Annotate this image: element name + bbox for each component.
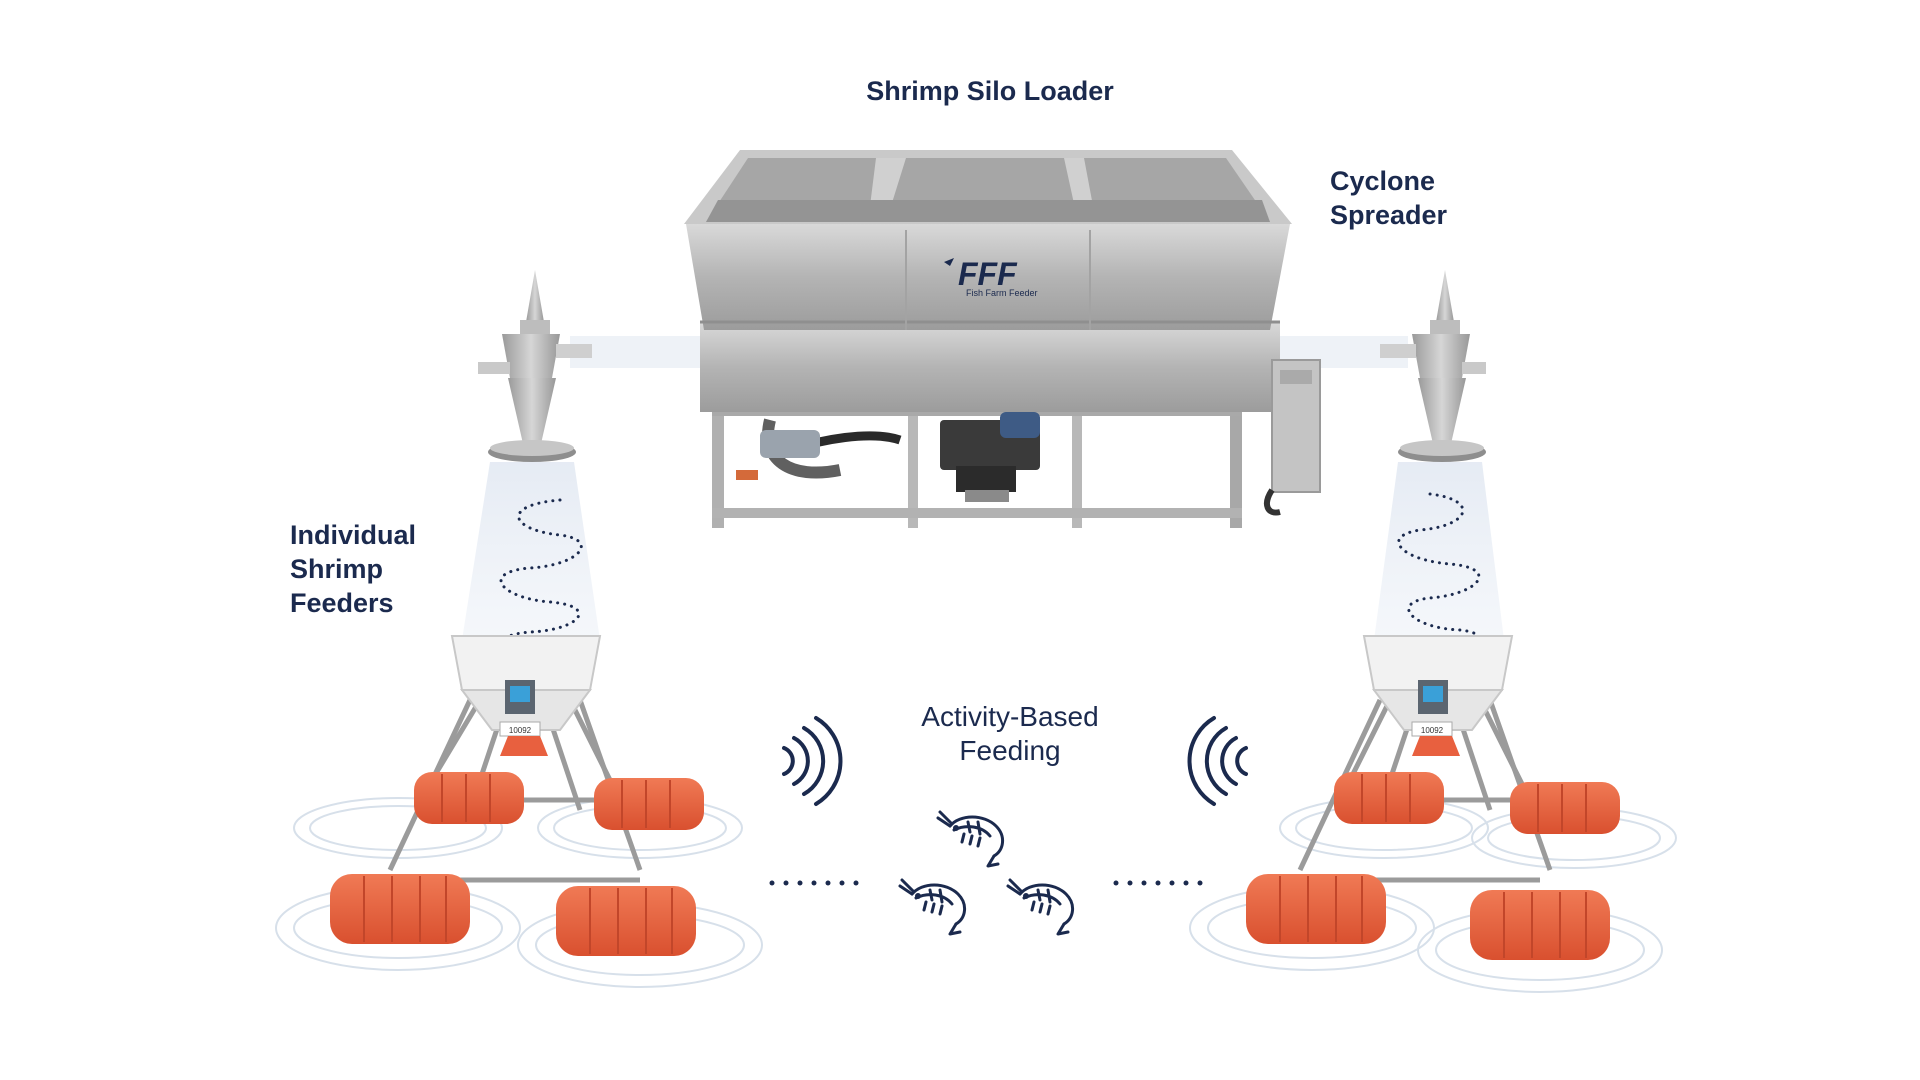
connector-right-bottom [1113, 880, 1203, 886]
signal-wave-icon [782, 716, 843, 806]
feed-spiral-left [499, 498, 583, 664]
feed-spiral-right [1397, 492, 1484, 666]
beam-right [1374, 462, 1504, 640]
feeder-tag-right: 10092 [1421, 726, 1444, 735]
cyclone-icon [1380, 270, 1486, 462]
activity-feeding-label: Activity-Based Feeding [921, 701, 1099, 766]
shrimp-icon [1006, 878, 1074, 936]
connector-left-bottom [769, 880, 859, 886]
cyclone-icon [478, 270, 592, 462]
brand-logo: FFF Fish Farm Feeder [944, 256, 1038, 298]
float-group [330, 772, 704, 956]
beam-left [462, 462, 600, 640]
shrimp-icon [936, 810, 1004, 868]
signal-wave-icon [1187, 716, 1248, 806]
feeder-icon: 10092 [275, 635, 763, 988]
logo-text: FFF [958, 256, 1018, 292]
feeder-tag-left: 10092 [509, 726, 532, 735]
silo-icon [684, 150, 1321, 528]
silo-loader-label: Shrimp Silo Loader [866, 76, 1114, 106]
shrimp-icon [898, 878, 966, 936]
float-group [1246, 772, 1620, 960]
logo-subtext: Fish Farm Feeder [966, 288, 1038, 298]
cyclone-spreader-label: Cyclone Spreader [1330, 166, 1448, 230]
shrimp-feeders-label: Individual Shrimp Feeders [290, 520, 417, 618]
feeder-icon: 10092 [1189, 635, 1677, 993]
